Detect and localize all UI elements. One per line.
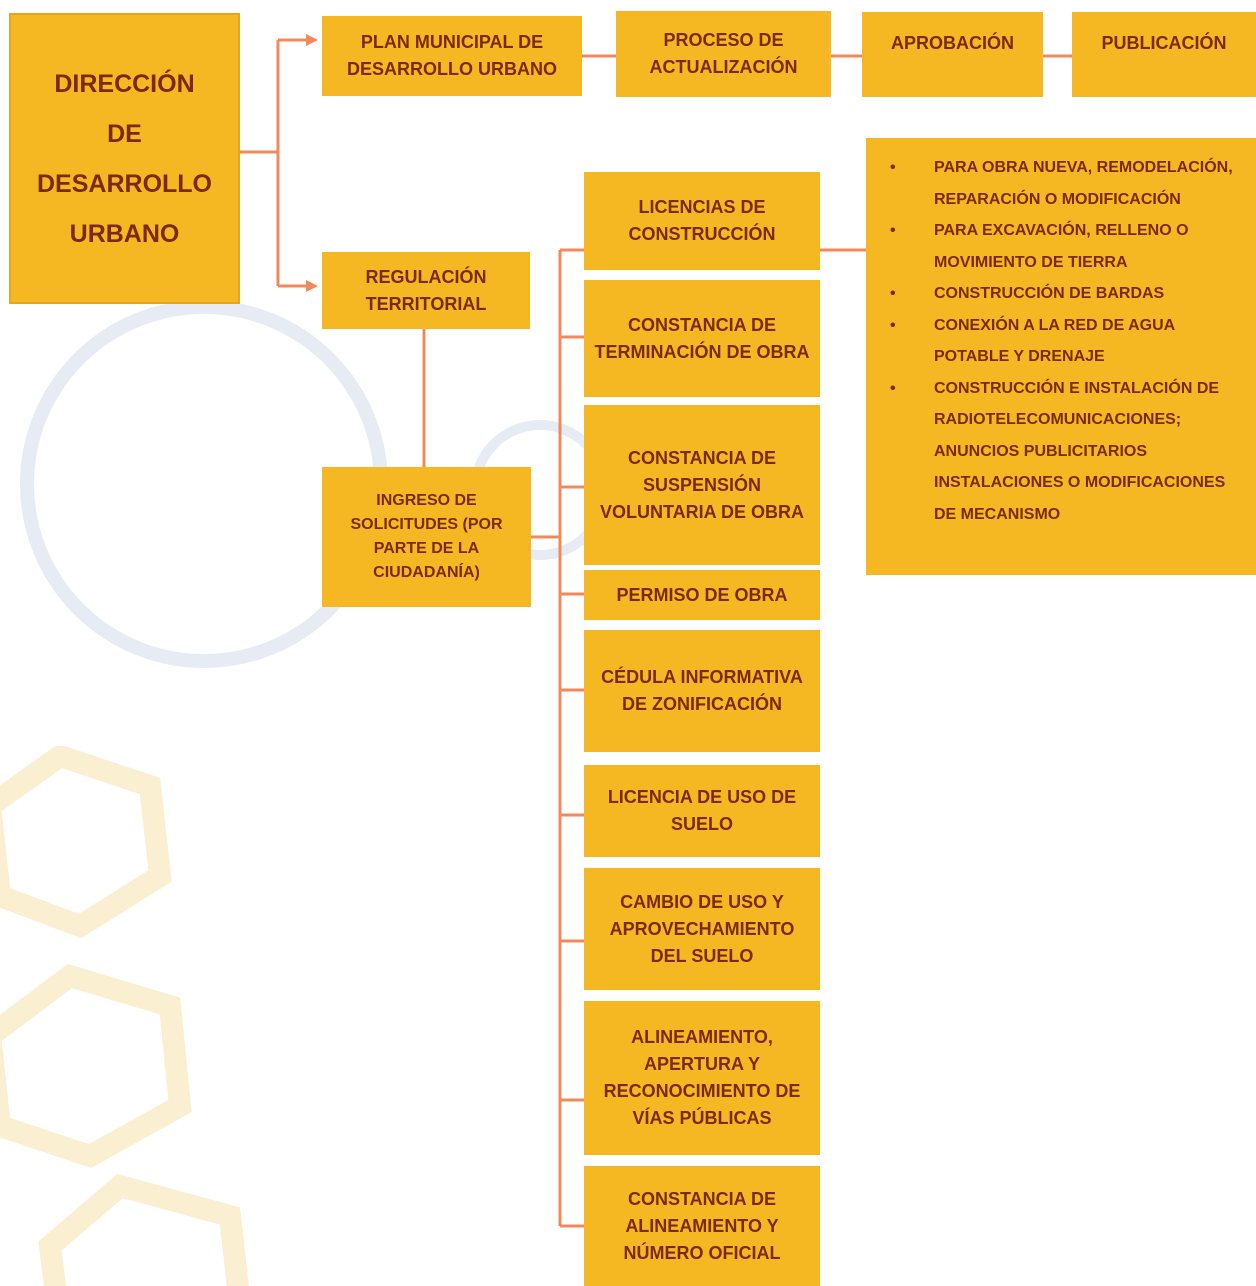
licencias-detail-list: PARA OBRA NUEVA, REMODELACIÓN, REPARACIÓ… [866, 138, 1256, 575]
node-regulacion-territorial: REGULACIÓN TERRITORIAL [322, 252, 530, 329]
node-publicacion: PUBLICACIÓN [1072, 12, 1256, 97]
tramite-constancia-alineamiento: CONSTANCIA DE ALINEAMIENTO Y NÚMERO OFIC… [584, 1166, 820, 1286]
watermark-hexagons [0, 746, 249, 1286]
node-proceso-actualizacion: PROCESO DE ACTUALIZACIÓN [616, 11, 831, 97]
tramite-permiso-obra: PERMISO DE OBRA [584, 570, 820, 620]
tramite-constancia-terminacion: CONSTANCIA DE TERMINACIÓN DE OBRA [584, 280, 820, 397]
detail-item: PARA OBRA NUEVA, REMODELACIÓN, REPARACIÓ… [890, 152, 1246, 215]
tramite-cedula-zonificacion: CÉDULA INFORMATIVA DE ZONIFICACIÓN [584, 630, 820, 752]
tramite-alineamiento-vias: ALINEAMIENTO, APERTURA Y RECONOCIMIENTO … [584, 1001, 820, 1155]
tramite-constancia-suspension: CONSTANCIA DE SUSPENSIÓN VOLUNTARIA DE O… [584, 405, 820, 565]
detail-item: CONSTRUCCIÓN DE BARDAS [890, 278, 1246, 310]
node-ingreso-solicitudes: INGRESO DE SOLICITUDES (POR PARTE DE LA … [322, 467, 531, 607]
detail-item: CONEXIÓN A LA RED DE AGUA POTABLE Y DREN… [890, 310, 1246, 373]
node-plan-municipal: PLAN MUNICIPAL DE DESARROLLO URBANO [322, 16, 582, 96]
detail-item: CONSTRUCCIÓN E INSTALACIÓN DE RADIOTELEC… [890, 373, 1246, 531]
node-aprobacion: APROBACIÓN [862, 12, 1043, 97]
tramite-cambio-uso-suelo: CAMBIO DE USO Y APROVECHAMIENTO DEL SUEL… [584, 868, 820, 990]
tramite-licencia-uso-suelo: LICENCIA DE USO DE SUELO [584, 765, 820, 857]
detail-item: PARA EXCAVACIÓN, RELLENO O MOVIMIENTO DE… [890, 215, 1246, 278]
root-direccion-desarrollo-urbano: DIRECCIÓN DE DESARROLLO URBANO [9, 13, 240, 304]
tramite-licencias-construccion: LICENCIAS DE CONSTRUCCIÓN [584, 172, 820, 270]
